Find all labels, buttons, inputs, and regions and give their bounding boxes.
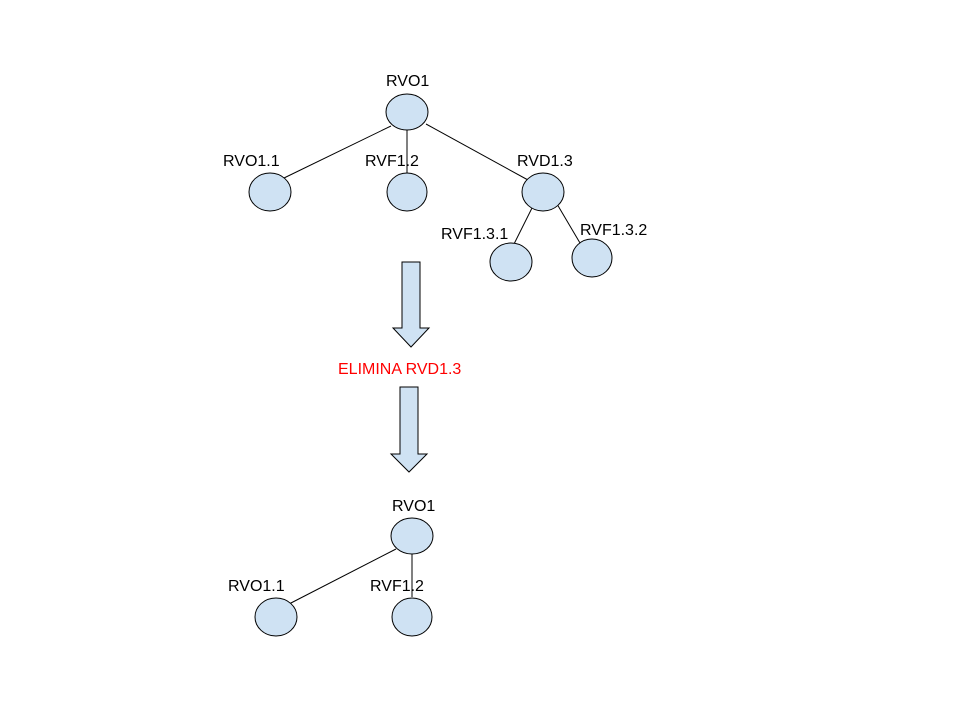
- before-tree: RVO1 RVO1.1 RVF1.2 RVD1.3 RVF1.3.1 RVF1.…: [223, 73, 647, 282]
- node-label-rvf1-3-2: RVF1.3.2: [580, 222, 647, 239]
- tree-node-rvf1-3-2: [571, 238, 613, 278]
- node-label-after-rvf1-2: RVF1.2: [370, 578, 424, 595]
- operation-label: ELIMINA RVD1.3: [338, 361, 461, 378]
- node-label-rvf1-2: RVF1.2: [365, 153, 419, 170]
- node-label-rvo1-1: RVO1.1: [223, 153, 280, 170]
- tree-node-rvo1-1: [248, 172, 292, 212]
- edge-rvo1-rvo1-1: [283, 125, 392, 179]
- edge-rvo1-rvd1-3: [425, 123, 529, 181]
- node-label-rvd1-3: RVD1.3: [517, 153, 573, 170]
- down-arrow-2: [389, 386, 429, 473]
- after-tree: RVO1 RVO1.1 RVF1.2: [228, 498, 435, 637]
- tree-node-rvf1-3-1: [489, 242, 533, 282]
- tree-node-after-rvo1: [390, 517, 434, 555]
- node-label-rvf1-3-1: RVF1.3.1: [441, 226, 508, 243]
- tree-node-after-rvf1-2: [391, 597, 433, 637]
- edge-rvd1-3-rvf1-3-1: [513, 207, 533, 245]
- down-arrow-1: [391, 261, 431, 348]
- tree-node-rvd1-3: [521, 172, 565, 212]
- edge-rvd1-3-rvf1-3-2: [556, 203, 581, 244]
- tree-node-rvo1: [385, 93, 429, 131]
- node-label-rvo1: RVO1: [386, 73, 429, 90]
- edge-after-rvo1-rvo1-1: [288, 548, 397, 605]
- node-label-after-rvo1-1: RVO1.1: [228, 578, 285, 595]
- tree-node-after-rvo1-1: [254, 597, 298, 637]
- tree-node-rvf1-2: [386, 172, 428, 212]
- node-label-after-rvo1: RVO1: [392, 498, 435, 515]
